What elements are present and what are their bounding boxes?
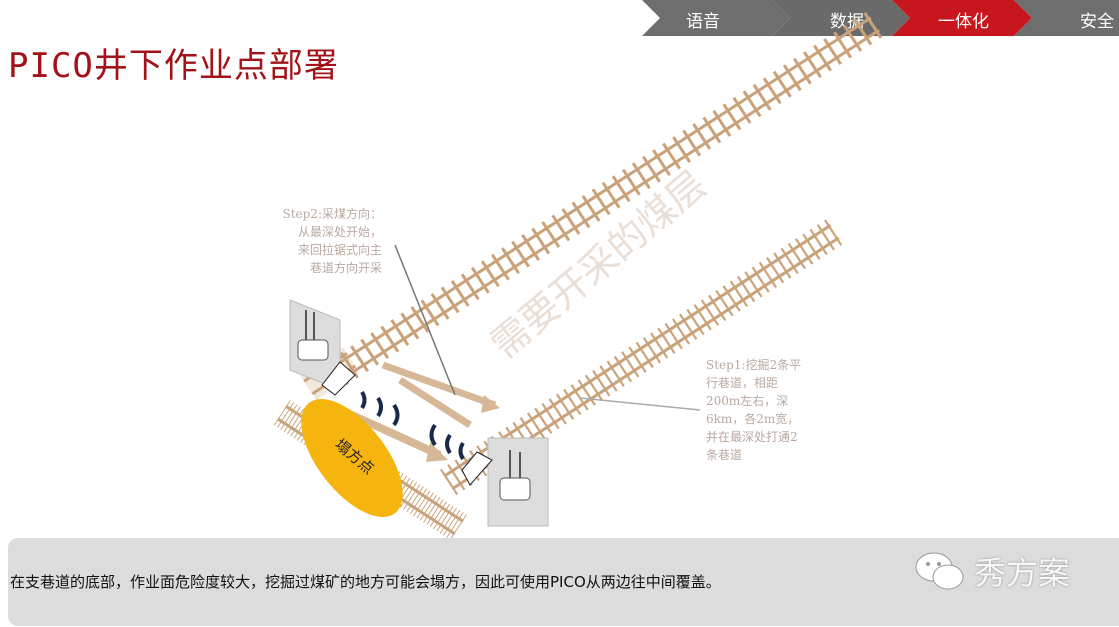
- nav-tab-bg-active: [892, 0, 1032, 36]
- wechat-icon: [915, 552, 964, 590]
- note-line: 条巷道: [706, 448, 743, 462]
- pico-device-right: [461, 437, 549, 527]
- tab-voice[interactable]: 语音: [686, 12, 720, 32]
- tab-integration[interactable]: 一体化: [938, 12, 989, 32]
- note-line: 6km，各2m宽，: [706, 412, 800, 426]
- arrow-step: [381, 361, 497, 409]
- nav-tab-bg: [1014, 0, 1119, 36]
- note-line: 200m左右，深: [706, 394, 789, 408]
- signal-waves-icon: [360, 390, 465, 461]
- step2-note: Step2:采煤方向： 从最深处开始， 来回拉锯式向主 巷道方向开采: [242, 205, 382, 277]
- note-line: 并在最深处打通2: [706, 430, 798, 444]
- collapse-zone: [301, 399, 403, 517]
- mine-diagram: 需要开采的煤层 塌方点: [273, 11, 884, 540]
- note-line: 巷道方向开采: [309, 261, 382, 275]
- tab-security[interactable]: 安全: [1080, 12, 1114, 32]
- note-line: 从最深处开始，: [297, 225, 382, 239]
- step1-pointer: [579, 397, 701, 411]
- step1-note: Step1:挖掘2条平 行巷道，相距 200m左右，深 6km，各2m宽， 并在…: [706, 356, 801, 464]
- watermark: 秀方案: [912, 548, 1070, 594]
- watermark-label: 秀方案: [974, 554, 1071, 592]
- note-line: 来回拉锯式向主: [297, 243, 382, 257]
- track-upper: [330, 11, 884, 386]
- note-line: 行巷道，相距: [706, 376, 779, 390]
- pico-device-left: [289, 299, 356, 396]
- step2-pointer: [394, 244, 456, 396]
- nav-tab-bg: [642, 0, 790, 36]
- page-title: PICO井下作业点部署: [8, 46, 339, 86]
- caption-text: 在支巷道的底部，作业面危险度较大，挖掘过煤矿的地方可能会塌方，因此可使用PICO…: [10, 573, 721, 591]
- note-line: Step1:挖掘2条平: [706, 358, 802, 372]
- note-line: Step2:采煤方向：: [282, 207, 382, 221]
